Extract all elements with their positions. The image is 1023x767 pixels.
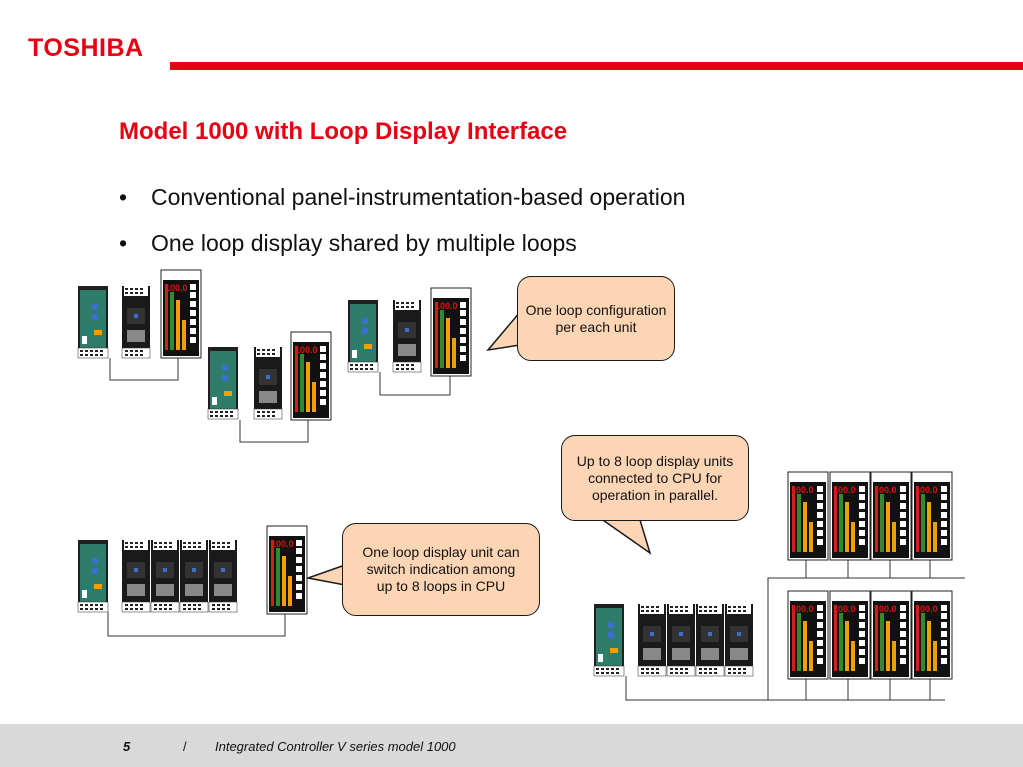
controller-unit: 100.0 <box>347 287 472 377</box>
toshiba-logo: TOSHIBA <box>28 34 144 62</box>
callout-shared-display: One loop display unit can switch indicat… <box>342 523 540 616</box>
loop-display-value: 100.0 <box>915 604 938 614</box>
callout-text: One loop configuration per each unit <box>525 301 667 335</box>
footer-text: Integrated Controller V series model 100… <box>215 739 456 754</box>
loop-display-value: 100.0 <box>165 283 188 293</box>
controller-rack: 100.0 <box>77 525 308 615</box>
callout-text: One loop display unit can switch indicat… <box>362 544 520 594</box>
bullet-item: •Conventional panel-instrumentation-base… <box>119 184 686 210</box>
loop-display-value: 100.0 <box>271 539 294 549</box>
controller-unit: 100.0 <box>77 269 202 359</box>
callout-up-to-8: Up to 8 loop display units connected to … <box>561 435 749 521</box>
bullet-text: One loop display shared by multiple loop… <box>151 230 577 256</box>
bullet-text: Conventional panel-instrumentation-based… <box>151 184 686 210</box>
loop-display-value: 100.0 <box>833 485 856 495</box>
controller-unit: 100.0 <box>207 331 332 421</box>
loop-display-value: 100.0 <box>791 485 814 495</box>
connection-lines <box>107 358 965 701</box>
callout-one-per-unit: One loop configuration per each unit <box>517 276 675 361</box>
callout-tail <box>486 309 521 352</box>
loop-display-value: 100.0 <box>915 485 938 495</box>
loop-display-value: 100.0 <box>791 604 814 614</box>
header-red-line <box>170 62 1023 70</box>
loop-display-value: 100.0 <box>295 345 318 355</box>
callout-tail <box>597 517 652 555</box>
loop-display-value: 100.0 <box>874 485 897 495</box>
page-number: 5 <box>123 739 131 754</box>
loop-display-value: 100.0 <box>435 301 458 311</box>
bullet-item: •One loop display shared by multiple loo… <box>119 230 577 256</box>
loop-display-value: 100.0 <box>833 604 856 614</box>
callout-text: Up to 8 loop display units connected to … <box>576 452 734 503</box>
bullet-list: •Conventional panel-instrumentation-base… <box>119 184 685 276</box>
loop-display-bank: 100.0 100.0 100.0 100.0 100.0 100.0 100.… <box>787 471 953 680</box>
callout-tail <box>305 563 346 586</box>
loop-display-value: 100.0 <box>874 604 897 614</box>
controller-rack <box>593 603 754 677</box>
footer-bar: 5 / Integrated Controller V series model… <box>0 724 1023 767</box>
footer-separator: / <box>183 739 187 754</box>
slide-title: Model 1000 with Loop Display Interface <box>119 118 568 145</box>
